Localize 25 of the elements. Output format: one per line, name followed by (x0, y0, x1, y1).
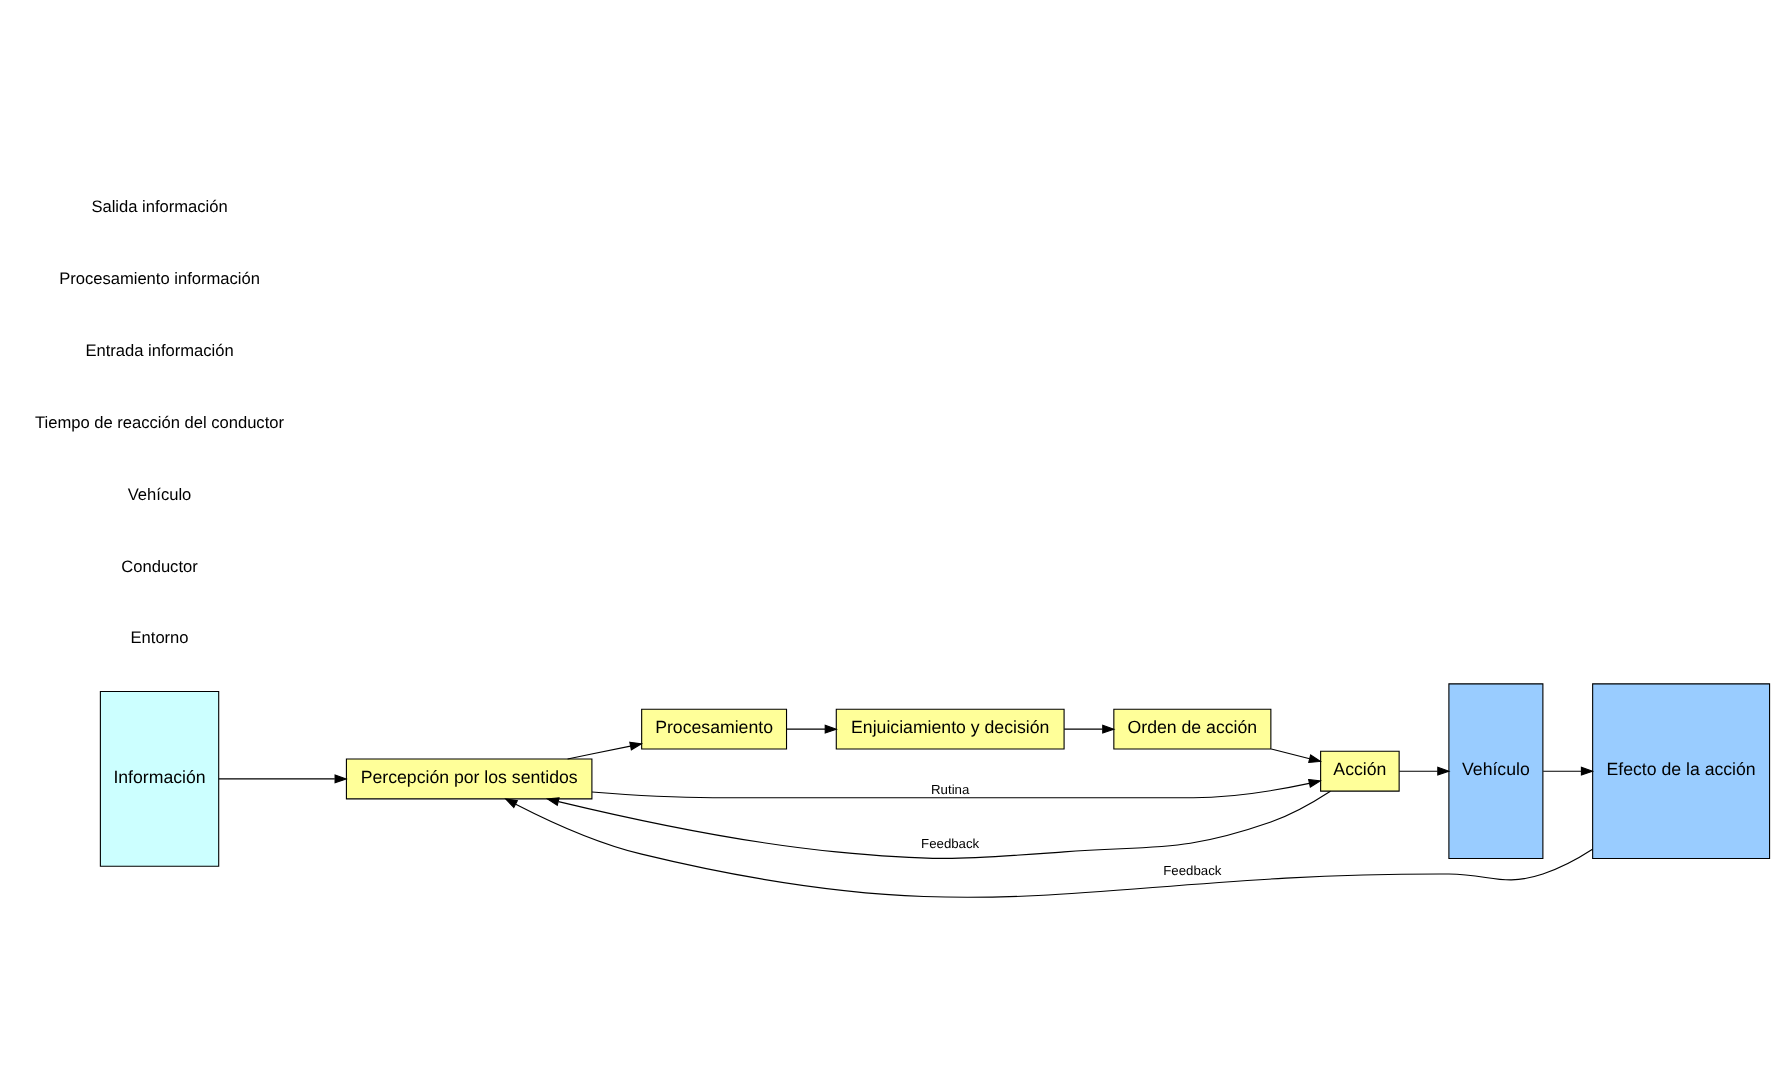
label: Procesamiento información (58, 268, 259, 289)
arrow (217, 774, 347, 784)
arrow (1541, 766, 1594, 776)
label: Entrada información (84, 339, 233, 360)
node-box: Orden de acción (1112, 708, 1271, 750)
arrow (590, 778, 1321, 799)
node-box: Percepción por los sentidos (344, 758, 592, 800)
arrow (544, 790, 1330, 859)
arrow (1062, 724, 1115, 734)
node-box: Procesamiento (640, 708, 787, 750)
node-box: Enjuiciamiento y decisión (834, 708, 1064, 750)
label: Salida información (90, 196, 227, 217)
node-box: Información (98, 691, 219, 867)
label: Conductor (120, 555, 197, 576)
arrow (1269, 748, 1322, 764)
label: Entorno (129, 627, 188, 648)
arrow (1397, 766, 1450, 776)
node-box: Acción (1319, 750, 1399, 792)
label: Vehículo (126, 483, 191, 504)
node-box: Efecto de la acción (1591, 683, 1770, 860)
arrow (503, 798, 1593, 898)
arrow (785, 724, 837, 734)
node-box: Vehículo (1447, 683, 1543, 860)
label: Tiempo de reacción del conductor (34, 411, 283, 432)
arrow (566, 741, 643, 760)
